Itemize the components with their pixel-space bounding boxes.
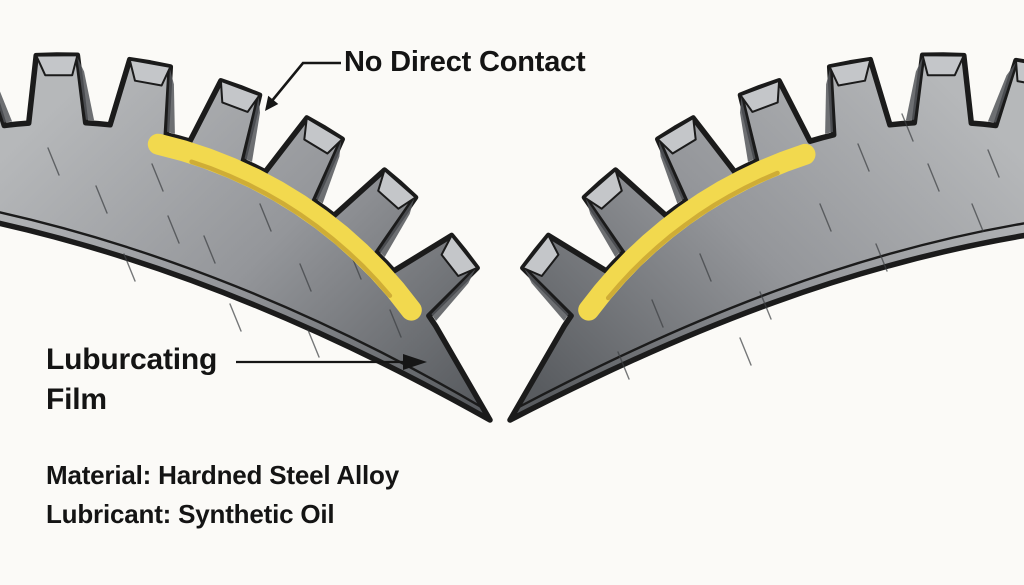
label-lubricating-film: Luburcating Film: [46, 340, 217, 420]
no-direct-contact-arrowhead: [265, 95, 279, 111]
label-lubricant: Lubricant: Synthetic Oil: [46, 499, 335, 529]
lubricating-film-left: [147, 133, 422, 321]
lubricating-film-right: [578, 143, 816, 321]
label-lubricating-film-line2: Film: [46, 383, 107, 416]
no-direct-contact-leader-line: [269, 61, 341, 103]
label-no-direct-contact: No Direct Contact: [344, 46, 586, 78]
label-lubricating-film-line1: Luburcating: [46, 343, 218, 376]
gear-right: [507, 52, 1024, 423]
label-material: Material: Hardned Steel Alloy: [46, 460, 399, 490]
annotation-arrows: [236, 61, 427, 370]
lubricating-film-arrowhead: [403, 354, 427, 370]
gear-left: [0, 52, 493, 423]
